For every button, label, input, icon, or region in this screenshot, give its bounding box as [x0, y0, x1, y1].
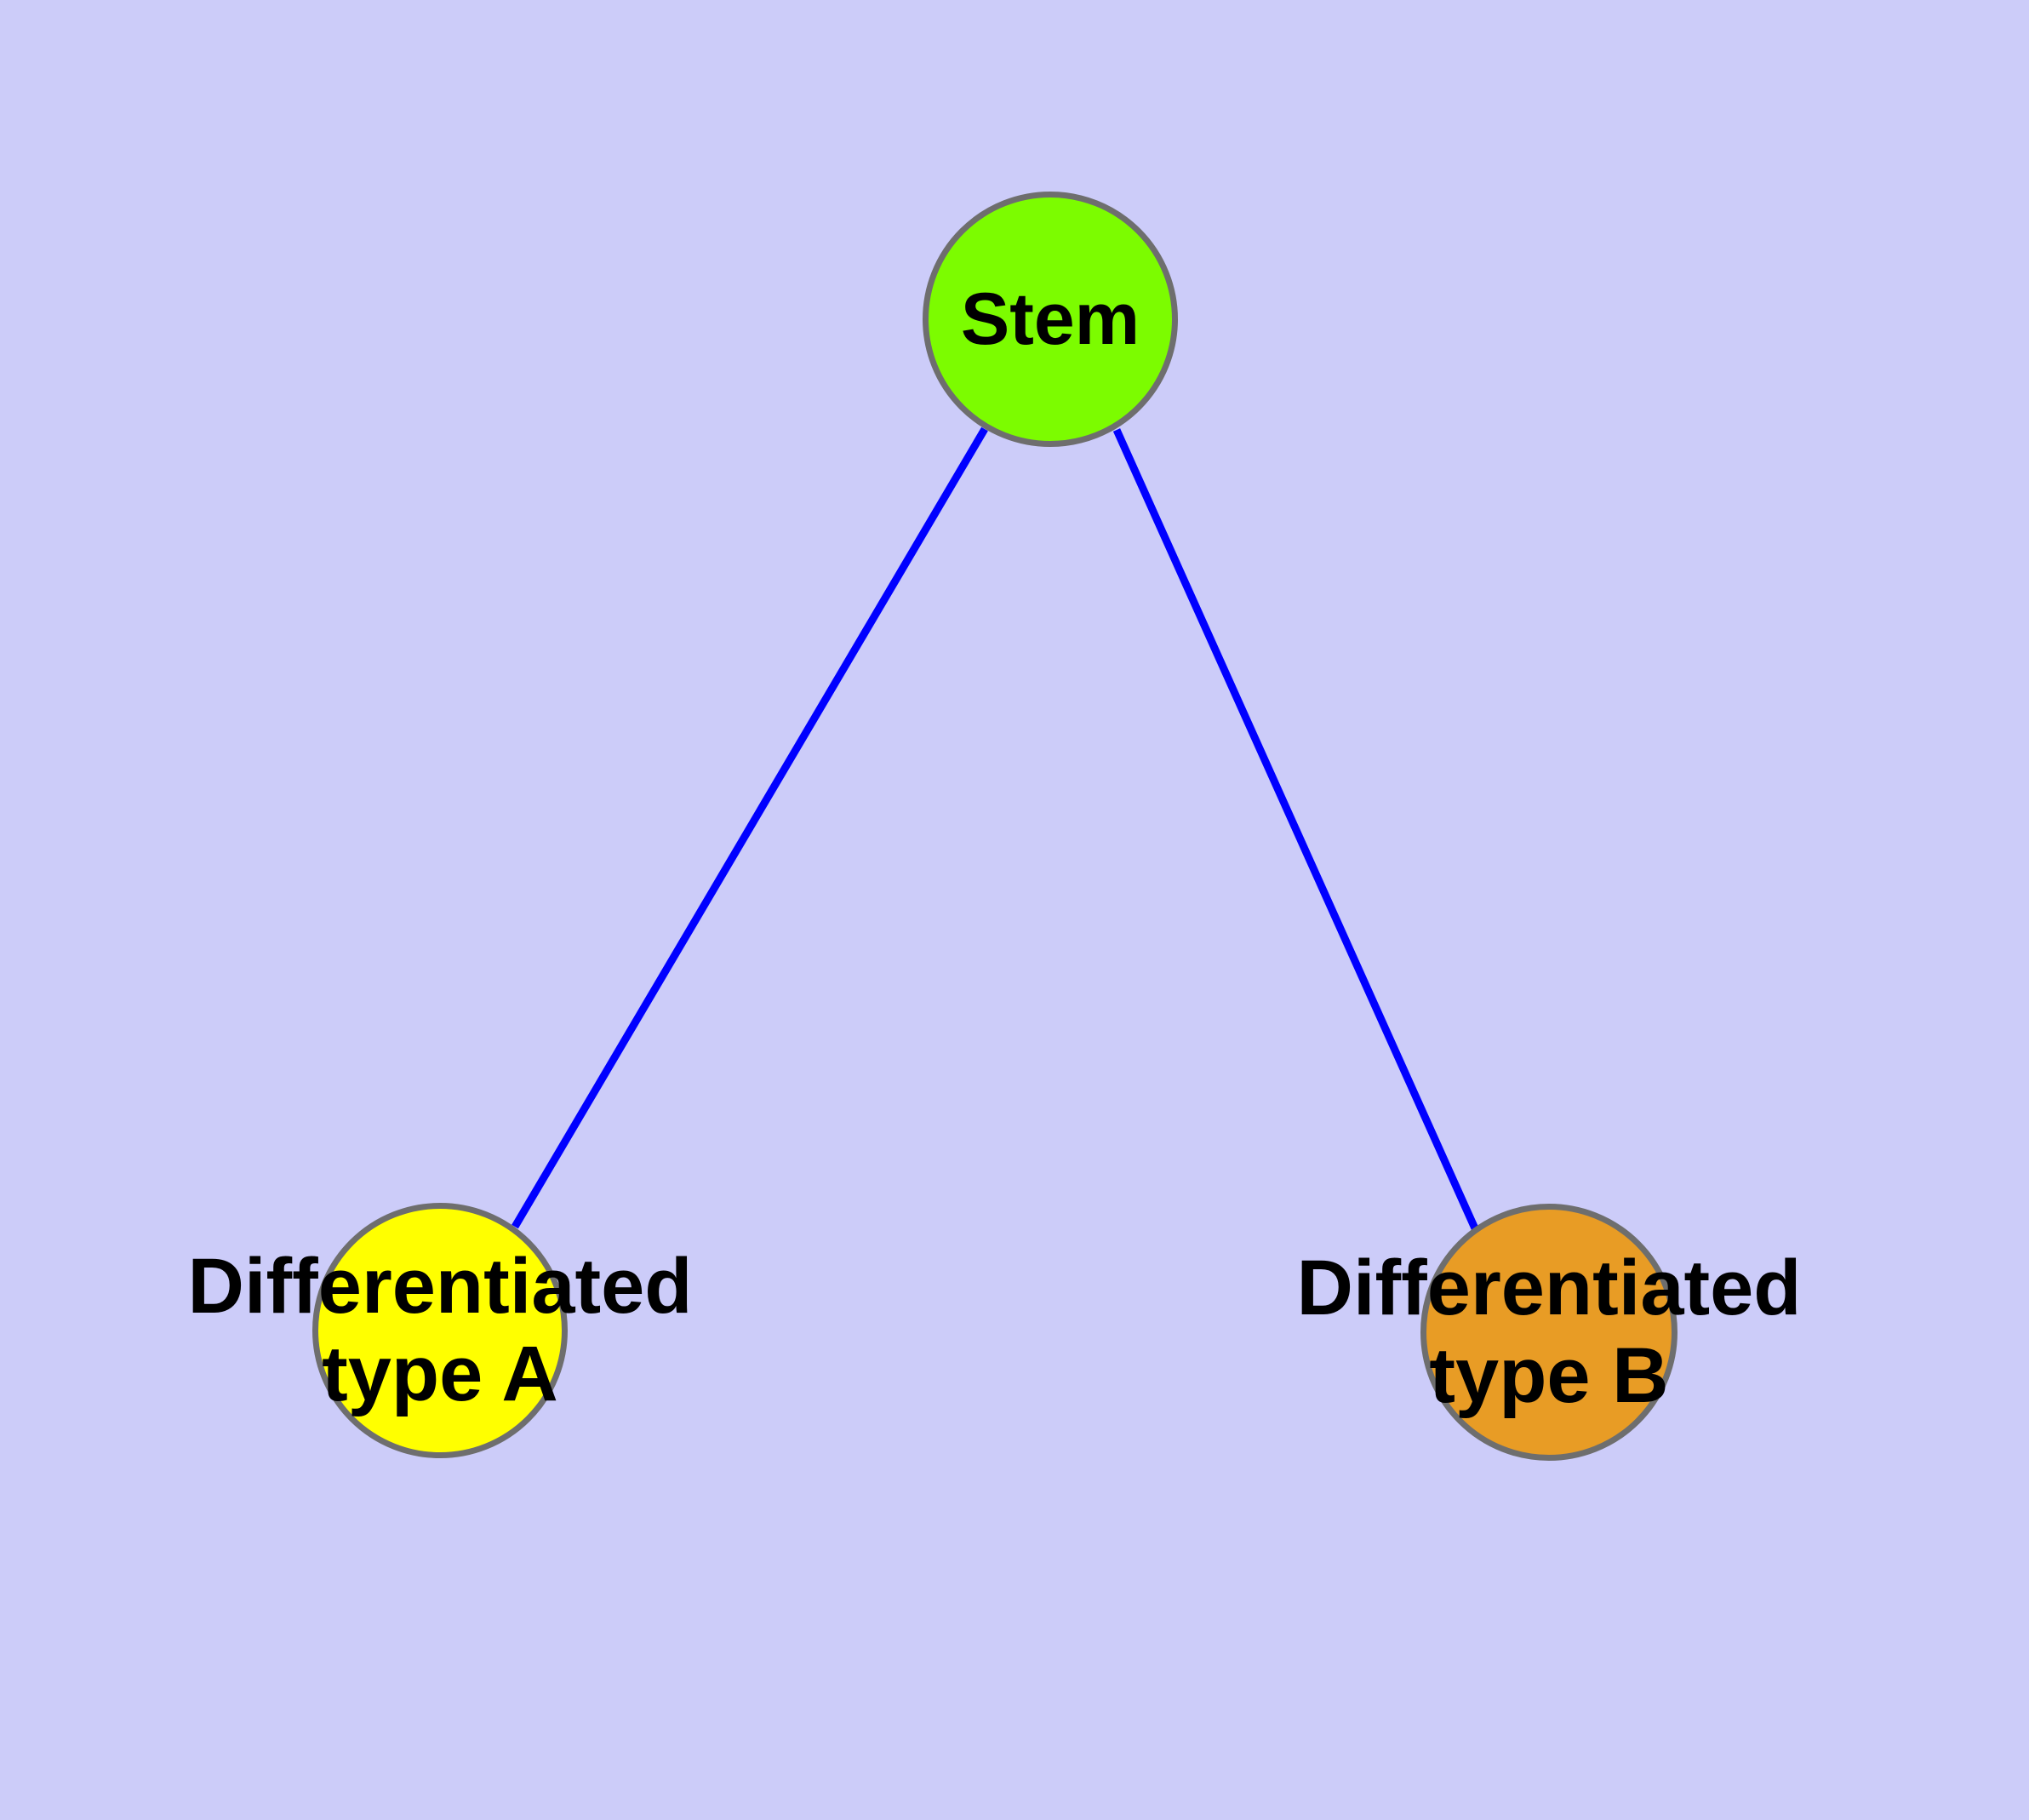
node-stem-label: Stem [960, 278, 1140, 360]
edge-stem-to-type-a [512, 426, 988, 1229]
node-stem[interactable]: Stem [923, 192, 1178, 447]
edge-stem-to-type-b [1112, 428, 1479, 1230]
